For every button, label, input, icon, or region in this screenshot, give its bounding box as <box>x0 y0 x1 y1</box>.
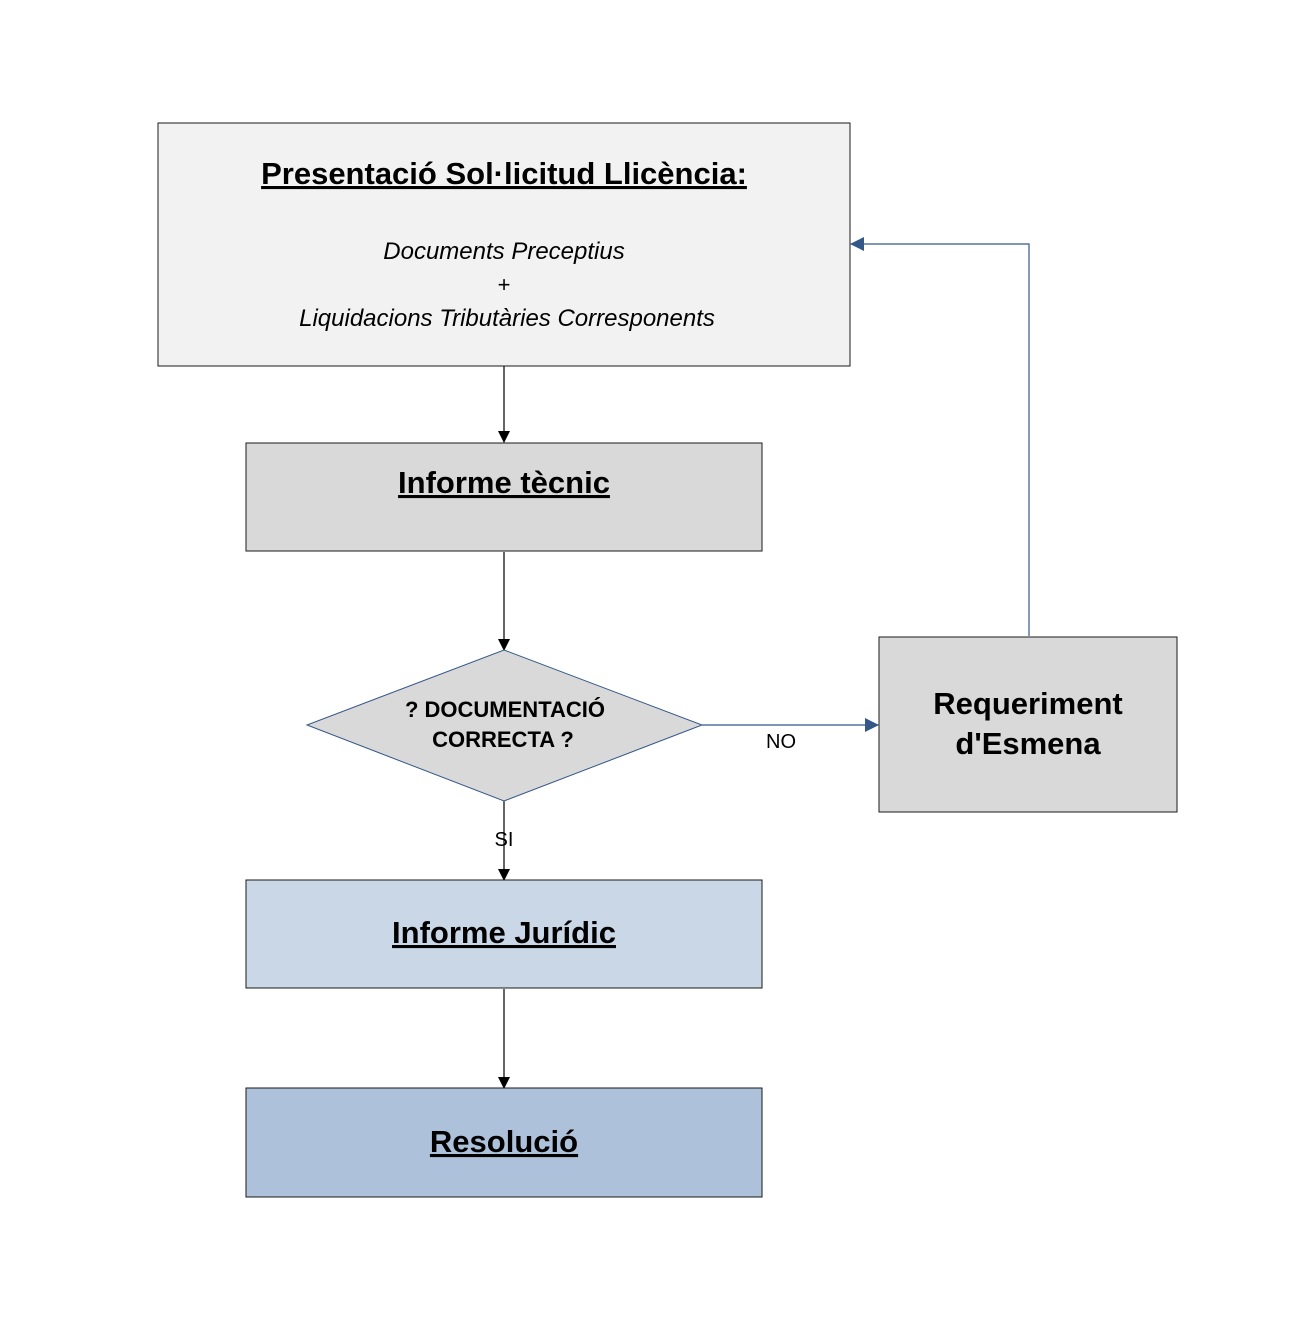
node-decision-line1: ? DOCUMENTACIÓ <box>405 697 605 722</box>
node-resolucio-box <box>245 1087 763 1198</box>
node-presentacio-line1: Documents Preceptius <box>383 238 624 265</box>
node-requeriment-line2: d'Esmena <box>955 726 1101 761</box>
edge-label-no: NO <box>766 731 796 753</box>
node-informe-tecnic: Informe tècnic <box>245 442 763 552</box>
node-informe-tecnic-box <box>245 442 763 552</box>
node-decision-diamond <box>305 649 704 802</box>
edge-label-si: SI <box>495 829 514 851</box>
node-informe-juridic-box <box>245 879 763 989</box>
node-informe-juridic-title: Informe Jurídic <box>392 915 616 950</box>
node-presentacio-line3: Liquidacions Tributàries Corresponents <box>299 305 715 332</box>
node-informe-juridic: Informe Jurídic <box>245 879 763 989</box>
node-presentacio-box <box>157 122 851 367</box>
edge-requeriment-to-presentacio <box>850 237 1030 636</box>
node-decision-line2: CORRECTA ? <box>432 727 574 752</box>
node-resolucio-title: Resolució <box>430 1124 578 1159</box>
node-presentacio-line2: + <box>498 272 511 297</box>
node-resolucio: Resolució <box>245 1087 763 1198</box>
node-requeriment-line1: Requeriment <box>933 686 1122 721</box>
node-presentacio: Presentació Sol·licitud Llicència: Docum… <box>157 122 851 367</box>
node-presentacio-title: Presentació Sol·licitud Llicència: <box>261 156 747 191</box>
node-decision: ? DOCUMENTACIÓ CORRECTA ? <box>305 649 704 802</box>
node-requeriment: Requeriment d'Esmena <box>878 636 1178 813</box>
node-informe-tecnic-title: Informe tècnic <box>398 465 610 500</box>
node-requeriment-box <box>878 636 1178 813</box>
